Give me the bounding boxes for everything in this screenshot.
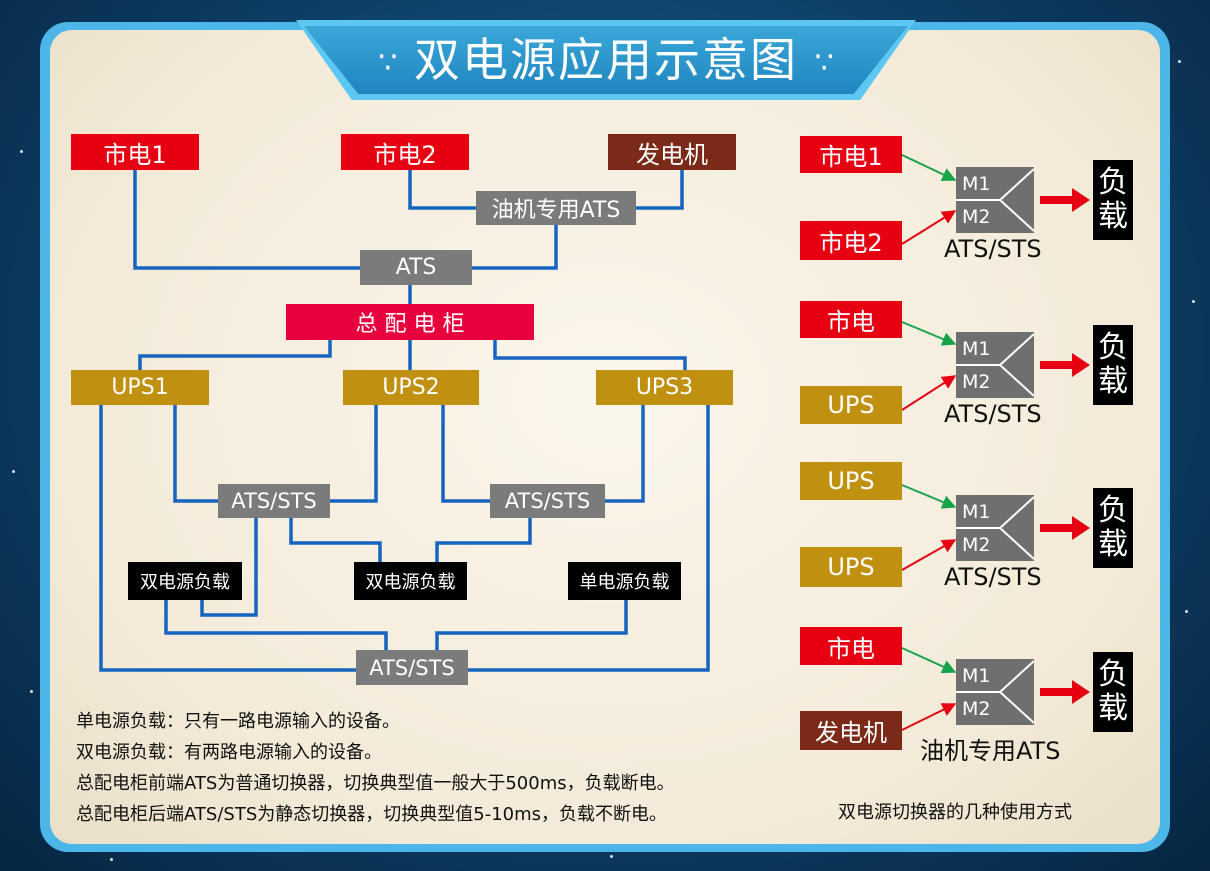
mode1-load-char2: 载 bbox=[1098, 199, 1128, 234]
mode3-input1: UPS bbox=[800, 462, 902, 500]
mode3-switch-label: ATS/STS bbox=[944, 563, 1042, 591]
mode4-input1: 市电 bbox=[800, 627, 902, 665]
ups1-box: UPS1 bbox=[71, 370, 209, 405]
main-distribution-panel: 总 配 电 柜 bbox=[286, 304, 534, 340]
mode2-switch-box: M1 M2 bbox=[956, 332, 1034, 398]
ups3-box: UPS3 bbox=[596, 370, 733, 405]
ups2-box: UPS2 bbox=[343, 370, 479, 405]
output-arrows bbox=[1040, 188, 1090, 704]
star bbox=[1185, 610, 1188, 613]
wire-ups1-sts-bottom bbox=[99, 405, 356, 672]
mode3-m2-label: M2 bbox=[962, 534, 991, 556]
mode1-input2: 市电2 bbox=[800, 221, 902, 260]
mode2-load-char2: 载 bbox=[1098, 364, 1128, 399]
wire-ups2-sts-left bbox=[330, 405, 378, 503]
note-dual-load: 双电源负载：有两路电源输入的设备。 bbox=[76, 742, 382, 763]
wire-dual-left-sts-bottom bbox=[164, 600, 388, 650]
mode2-input2: UPS bbox=[800, 386, 902, 424]
mode3-m1-label: M1 bbox=[962, 501, 991, 523]
page-title: ∵ 双电源应用示意图 ∵ bbox=[296, 26, 916, 94]
mode2-input1: 市电 bbox=[800, 301, 902, 338]
star bbox=[1192, 300, 1195, 303]
mode2-m2-label: M2 bbox=[962, 371, 991, 393]
wire-ups3-sts-bottom bbox=[468, 405, 710, 672]
generator-ats: 油机专用ATS bbox=[476, 191, 636, 225]
wire-ups3-sts-right bbox=[605, 405, 645, 503]
note-front-ats: 总配电柜前端ATS为普通切换器，切换典型值一般大于500ms，负载断电。 bbox=[76, 773, 675, 794]
sts-bottom: ATS/STS bbox=[356, 650, 468, 685]
wire-sts-left-dual-mid bbox=[289, 518, 382, 562]
mode3-load-char1: 负 bbox=[1098, 493, 1128, 528]
wire-mains2-genats bbox=[408, 170, 476, 210]
sts-left: ATS/STS bbox=[218, 484, 330, 518]
mode1-switch-box: M1 M2 bbox=[956, 167, 1034, 233]
mode1-input1: 市电1 bbox=[800, 136, 902, 173]
mode3-load: 负 载 bbox=[1093, 488, 1133, 568]
wire-sts-left-dual-left bbox=[200, 518, 258, 617]
mode4-load-char2: 载 bbox=[1098, 691, 1128, 726]
mode2-m1-label: M1 bbox=[962, 338, 991, 360]
mode4-load: 负 载 bbox=[1093, 652, 1133, 732]
mode2-switch-label: ATS/STS bbox=[944, 400, 1042, 428]
sts-right: ATS/STS bbox=[490, 484, 605, 518]
mains1-source: 市电1 bbox=[71, 134, 199, 170]
wire-gen-genats bbox=[636, 170, 684, 210]
star bbox=[1178, 60, 1181, 63]
wire-panel-ups3 bbox=[493, 340, 687, 370]
title-banner bbox=[304, 26, 908, 94]
mode4-switch-box: M1 M2 bbox=[956, 659, 1034, 725]
wire-ups1-sts-left bbox=[173, 405, 218, 503]
mode2-load-char1: 负 bbox=[1098, 330, 1128, 365]
mode4-m1-label: M1 bbox=[962, 665, 991, 687]
wire-panel-ups1 bbox=[138, 340, 332, 370]
dual-load-middle: 双电源负载 bbox=[354, 562, 467, 600]
star bbox=[30, 690, 33, 693]
mode1-m1-label: M1 bbox=[962, 173, 991, 195]
mode3-load-char2: 载 bbox=[1098, 527, 1128, 562]
mode4-load-char1: 负 bbox=[1098, 657, 1128, 692]
mode-arrows bbox=[901, 154, 957, 731]
star bbox=[110, 858, 113, 861]
modes-caption: 双电源切换器的几种使用方式 bbox=[838, 802, 1072, 823]
mode4-switch-label: 油机专用ATS bbox=[920, 737, 1061, 765]
star bbox=[20, 150, 23, 153]
mode1-load-char1: 负 bbox=[1098, 165, 1128, 200]
wire-sts-right-dual-mid bbox=[435, 518, 532, 562]
mode4-input2: 发电机 bbox=[800, 711, 902, 750]
mode1-load: 负 载 bbox=[1093, 160, 1133, 240]
note-single-load: 单电源负载：只有一路电源输入的设备。 bbox=[76, 711, 400, 732]
wire-ups2-sts-right bbox=[441, 405, 490, 503]
title-deco-right: ∵ bbox=[814, 45, 834, 81]
generator-source: 发电机 bbox=[608, 134, 736, 170]
star bbox=[12, 470, 15, 473]
wire-mains1-ats bbox=[133, 170, 360, 270]
title-deco-left: ∵ bbox=[378, 45, 398, 81]
mode2-load: 负 载 bbox=[1093, 325, 1133, 405]
mode3-input2: UPS bbox=[800, 547, 902, 587]
wire-group bbox=[99, 170, 710, 672]
dual-load-left: 双电源负载 bbox=[128, 562, 242, 600]
mode3-switch-box: M1 M2 bbox=[956, 495, 1034, 561]
note-rear-sts: 总配电柜后端ATS/STS为静态切换器，切换典型值5-10ms，负载不断电。 bbox=[76, 804, 668, 825]
mode4-m2-label: M2 bbox=[962, 698, 991, 720]
single-load: 单电源负载 bbox=[568, 562, 681, 600]
mode1-switch-label: ATS/STS bbox=[944, 235, 1042, 263]
title-text: 双电源应用示意图 bbox=[414, 33, 798, 87]
mains2-source: 市电2 bbox=[341, 134, 469, 170]
mode1-m2-label: M2 bbox=[962, 206, 991, 228]
wire-single-sts-bottom bbox=[435, 600, 628, 650]
wire-genats-ats bbox=[472, 225, 558, 270]
main-ats: ATS bbox=[360, 250, 472, 285]
star bbox=[610, 855, 613, 858]
